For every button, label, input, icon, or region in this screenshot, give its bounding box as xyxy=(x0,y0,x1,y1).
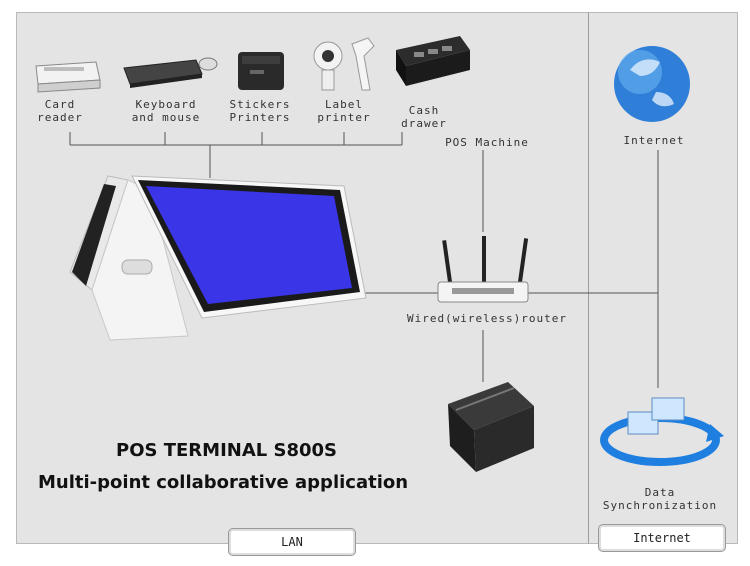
router-icon xyxy=(437,236,529,303)
device-label-stickers-printers: Stickers Printers xyxy=(229,98,291,124)
subheadline: Multi-point collaborative application xyxy=(38,472,409,493)
device-label-keyboard-mouse: Keyboard and mouse xyxy=(131,98,201,124)
data-sync-icon xyxy=(600,397,724,466)
label-printer-icon xyxy=(313,37,375,91)
tab-internet[interactable]: Internet xyxy=(598,524,726,552)
device-label-cash-drawer: Cash drawer xyxy=(401,104,447,130)
internet-label: Internet xyxy=(623,134,685,147)
data-sync-label: Data Synchronization xyxy=(602,486,718,512)
keyboard-mouse-icon xyxy=(123,57,218,88)
pos-machine-label: POS Machine xyxy=(445,136,529,149)
connection-lines xyxy=(69,132,659,388)
sticker-printer-icon xyxy=(238,52,284,90)
globe-icon xyxy=(614,46,690,122)
router-label: Wired(wireless)router xyxy=(406,312,568,325)
card-reader-icon xyxy=(35,61,101,93)
tab-lan[interactable]: LAN xyxy=(228,528,356,556)
headline: POS TERMINAL S800S xyxy=(116,440,338,461)
device-label-card-reader: Card reader xyxy=(37,98,83,124)
receipt-printer-icon xyxy=(448,382,534,472)
pos-terminal-icon xyxy=(69,175,367,341)
cash-drawer-icon xyxy=(396,36,470,86)
device-label-label-printer: Label printer xyxy=(317,98,371,124)
